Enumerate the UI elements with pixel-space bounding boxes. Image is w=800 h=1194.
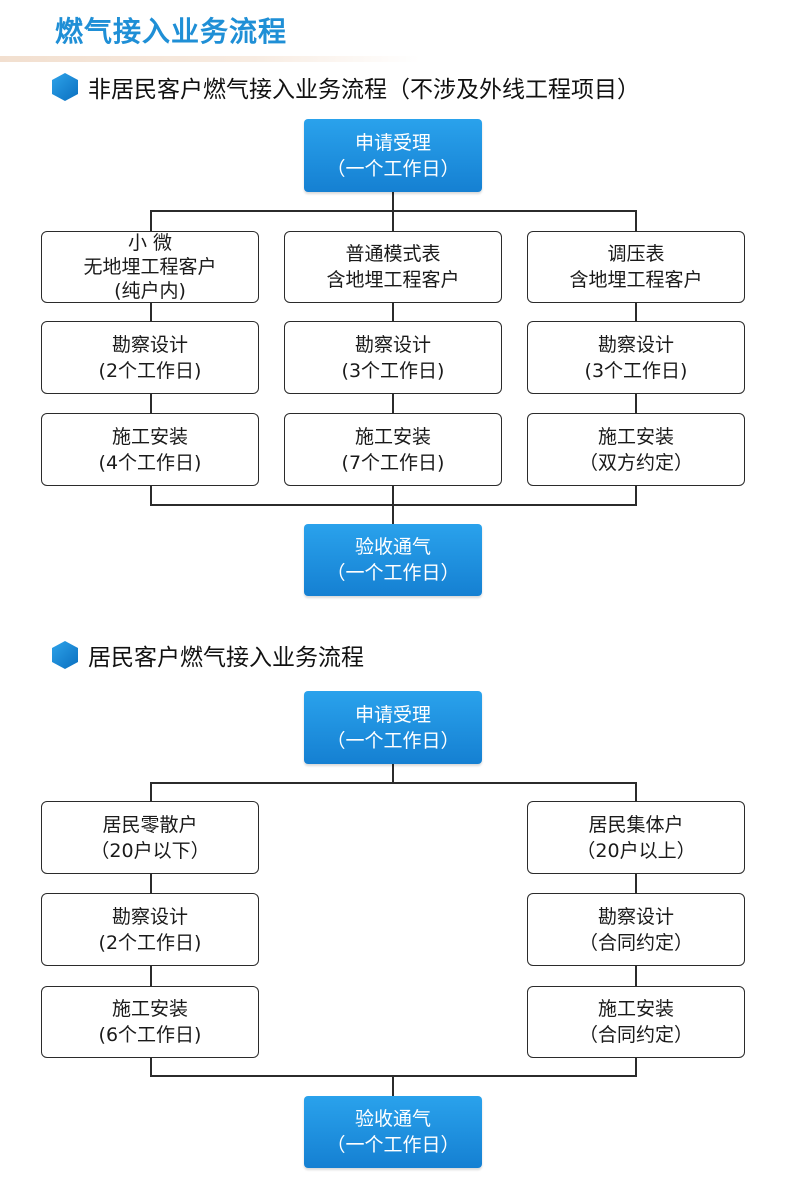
- node-survey-design: 勘察设计 (2个工作日): [41, 321, 259, 394]
- node-title: 申请受理: [354, 131, 431, 154]
- node-subtitle: 含地埋工程客户: [326, 269, 460, 291]
- node-duration: (2个工作日): [98, 931, 202, 954]
- node-title: 调压表: [607, 243, 665, 265]
- node-construction-install: 施工安装 (6个工作日): [41, 986, 259, 1058]
- node-customer-type-collective: 居民集体户 （20户以上）: [527, 801, 745, 874]
- node-title: 居民集体户: [588, 813, 684, 836]
- node-duration: (6个工作日): [98, 1024, 202, 1046]
- section-heading-text: 非居民客户燃气接入业务流程（不涉及外线工程项目）: [88, 77, 640, 103]
- node-title: 验收通气: [354, 536, 431, 558]
- connector-line: [150, 782, 152, 801]
- node-title: 勘察设计: [111, 905, 188, 928]
- node-title: 小 微: [127, 232, 173, 254]
- connector-line: [635, 966, 637, 986]
- node-title: 验收通气: [354, 1108, 431, 1130]
- node-survey-design: 勘察设计 (2个工作日): [41, 893, 259, 966]
- node-title: 居民零散户: [102, 813, 198, 836]
- node-title: 勘察设计: [597, 333, 674, 356]
- node-customer-type-regulator: 调压表 含地埋工程客户: [527, 231, 745, 303]
- node-duration: （一个工作日）: [326, 562, 460, 584]
- node-construction-install: 施工安装 (4个工作日): [41, 413, 259, 486]
- node-survey-design: 勘察设计 (3个工作日): [284, 321, 502, 394]
- node-duration: （合同约定）: [578, 1024, 693, 1046]
- connector-line: [392, 302, 394, 321]
- node-duration: (4个工作日): [98, 451, 202, 474]
- node-title: 施工安装: [597, 998, 674, 1020]
- connector-line: [635, 1058, 637, 1077]
- node-customer-type-small: 小 微 无地埋工程客户 (纯户内): [41, 231, 259, 303]
- node-duration: （一个工作日）: [326, 729, 460, 752]
- section-heading-non-residential: 非居民客户燃气接入业务流程（不涉及外线工程项目）: [52, 70, 640, 104]
- node-title: 施工安装: [597, 425, 674, 448]
- connector-line: [150, 486, 152, 506]
- node-duration: （一个工作日）: [326, 1134, 460, 1156]
- node-customer-type-standard: 普通模式表 含地埋工程客户: [284, 231, 502, 303]
- connector-line: [150, 504, 636, 506]
- node-subtitle: （20户以下）: [90, 839, 210, 862]
- node-duration: (3个工作日): [341, 359, 445, 382]
- node-title: 施工安装: [354, 425, 431, 448]
- node-note: (纯户内): [114, 280, 186, 302]
- node-duration: （合同约定）: [578, 931, 693, 954]
- node-title: 申请受理: [354, 703, 431, 726]
- node-title: 勘察设计: [354, 333, 431, 356]
- connector-line: [392, 210, 394, 231]
- node-title: 施工安装: [111, 425, 188, 448]
- connector-line: [635, 486, 637, 506]
- connector-line: [635, 782, 637, 801]
- connector-line: [635, 302, 637, 321]
- node-acceptance-gas-on: 验收通气 （一个工作日）: [304, 1096, 482, 1168]
- node-apply-accept: 申请受理 （一个工作日）: [304, 691, 482, 764]
- node-subtitle: 含地埋工程客户: [569, 269, 703, 291]
- node-duration: (7个工作日): [341, 451, 445, 474]
- node-title: 勘察设计: [597, 905, 674, 928]
- connector-line: [635, 394, 637, 413]
- node-subtitle: （20户以上）: [576, 839, 696, 862]
- connector-line: [150, 394, 152, 413]
- node-title: 勘察设计: [111, 333, 188, 356]
- node-duration: (2个工作日): [98, 359, 202, 382]
- title-divider: [0, 56, 420, 62]
- node-acceptance-gas-on: 验收通气 （一个工作日）: [304, 524, 482, 596]
- connector-line: [635, 210, 637, 231]
- node-construction-install: 施工安装 (7个工作日): [284, 413, 502, 486]
- connector-line: [150, 966, 152, 986]
- node-customer-type-scattered: 居民零散户 （20户以下）: [41, 801, 259, 874]
- connector-line: [392, 192, 394, 212]
- node-duration: (3个工作日): [584, 359, 688, 382]
- node-construction-install: 施工安装 （合同约定）: [527, 986, 745, 1058]
- page-title: 燃气接入业务流程: [55, 15, 288, 48]
- connector-line: [150, 1058, 152, 1077]
- node-apply-accept: 申请受理 （一个工作日）: [304, 119, 482, 192]
- hexagon-icon: [52, 641, 78, 669]
- connector-line: [392, 764, 394, 784]
- node-subtitle: 无地埋工程客户: [83, 256, 217, 278]
- connector-line: [150, 210, 152, 231]
- section-heading-text: 居民客户燃气接入业务流程: [88, 645, 364, 671]
- section-heading-residential: 居民客户燃气接入业务流程: [52, 638, 364, 672]
- node-title: 普通模式表: [345, 243, 441, 265]
- connector-line: [150, 302, 152, 321]
- connector-line: [150, 782, 636, 784]
- node-duration: （双方约定）: [578, 451, 693, 474]
- node-survey-design: 勘察设计 (3个工作日): [527, 321, 745, 394]
- node-survey-design: 勘察设计 （合同约定）: [527, 893, 745, 966]
- node-duration: （一个工作日）: [326, 157, 460, 180]
- node-title: 施工安装: [111, 998, 188, 1020]
- connector-line: [635, 873, 637, 893]
- connector-line: [392, 1075, 394, 1096]
- connector-line: [150, 873, 152, 893]
- node-construction-install: 施工安装 （双方约定）: [527, 413, 745, 486]
- connector-line: [392, 394, 394, 413]
- hexagon-icon: [52, 73, 78, 101]
